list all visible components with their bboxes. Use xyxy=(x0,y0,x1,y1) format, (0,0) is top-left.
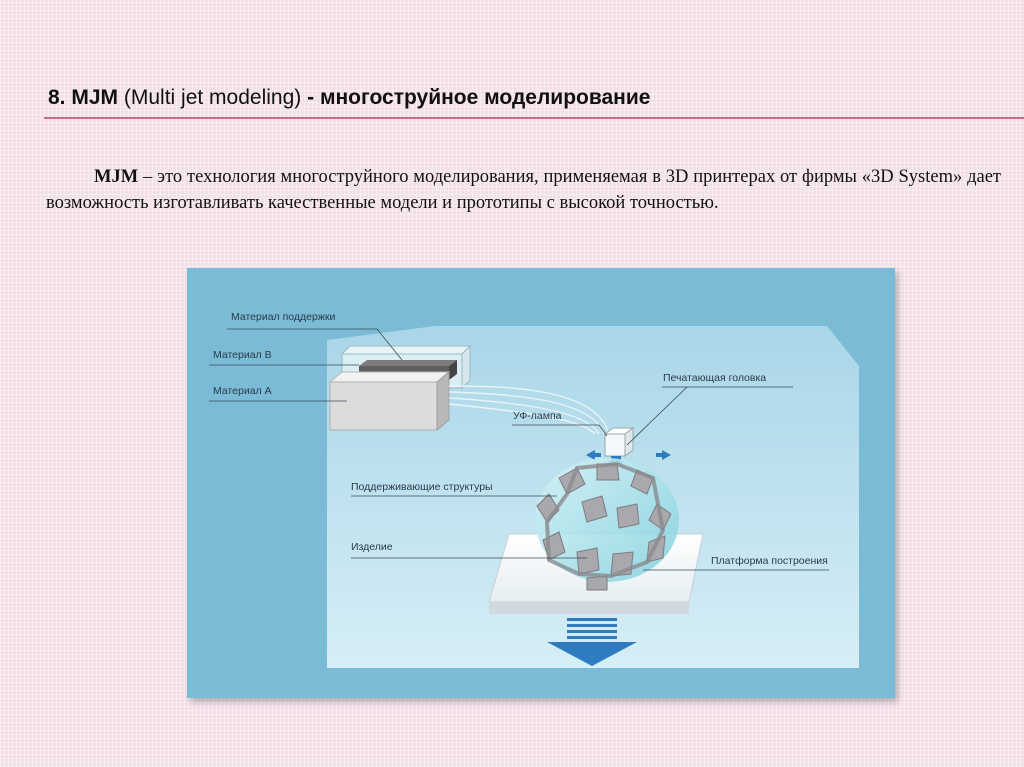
feed-tubes xyxy=(448,385,610,435)
title-underline xyxy=(44,117,1024,119)
title-expansion: (Multi jet modeling) xyxy=(123,86,302,109)
title-number: 8. xyxy=(48,86,66,109)
platform-down-arrow xyxy=(547,618,637,666)
body-paragraph: MJM – это технология многоструйного моде… xyxy=(46,164,1001,216)
leader-lines xyxy=(209,328,829,571)
diagram-svg: Материал поддержки Материал В Материал А… xyxy=(187,268,895,698)
title-rest: - многоструйное моделирование xyxy=(307,86,651,109)
label-print-head: Печатающая головка xyxy=(663,372,766,384)
title-abbr: MJM xyxy=(71,86,119,109)
model-object xyxy=(535,458,679,591)
label-support-structures: Поддерживающие структуры xyxy=(351,481,493,493)
material-cartridges xyxy=(328,344,472,432)
label-support-material: Материал поддержки xyxy=(231,311,335,323)
head-arrows xyxy=(586,450,671,460)
slide-title: 8. MJM (Multi jet modeling) - многоструй… xyxy=(48,86,650,110)
body-term: MJM xyxy=(94,167,139,187)
mjm-diagram: Материал поддержки Материал В Материал А… xyxy=(187,268,895,698)
label-build-platform: Платформа построения xyxy=(711,555,828,567)
label-material-b: Материал В xyxy=(213,349,272,361)
label-material-a: Материал А xyxy=(213,385,272,397)
label-product: Изделие xyxy=(351,541,393,553)
body-text: – это технология многоструйного моделиро… xyxy=(46,167,1002,213)
label-uv-lamp: УФ-лампа xyxy=(513,410,562,422)
